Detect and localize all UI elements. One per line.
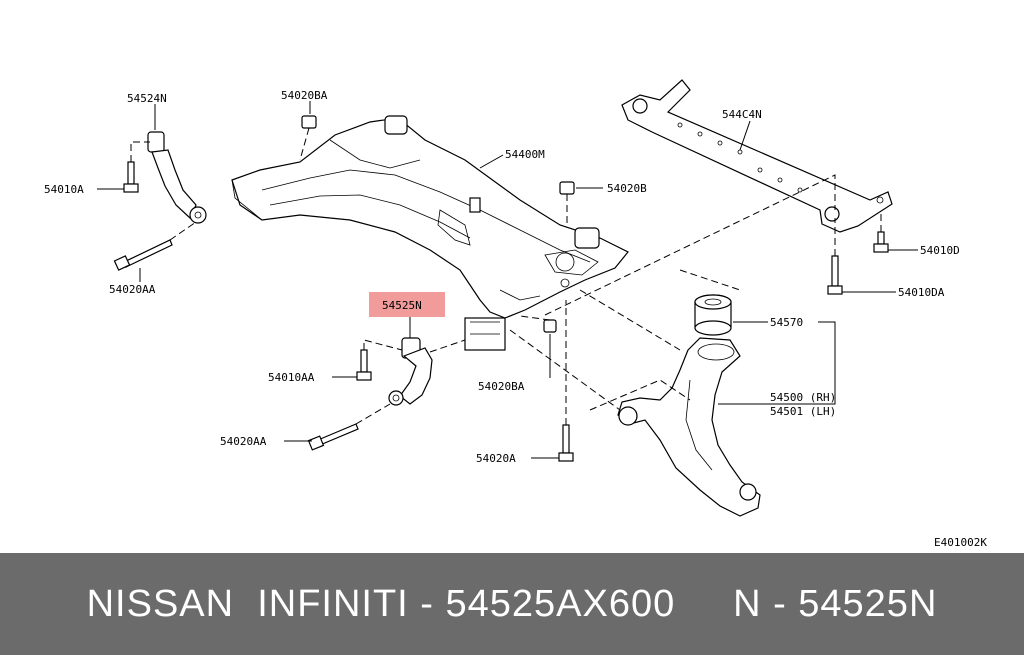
- label-54524N: 54524N: [127, 92, 167, 105]
- label-54525N: 54525N: [382, 299, 422, 312]
- label-54010D: 54010D: [920, 244, 960, 257]
- fasteners: [113, 115, 889, 462]
- label-54020BA-bottom: 54020BA: [478, 380, 525, 393]
- label-54500-rh: 54500 (RH): [770, 391, 836, 404]
- subframe-drawing: [231, 115, 629, 351]
- cross-member-drawing: [621, 79, 893, 233]
- diagram-code: E401002K: [934, 536, 987, 549]
- lower-arm-drawing: [617, 337, 761, 517]
- footer-bar: NISSAN INFINITI - 54525AX600 N - 54525N: [0, 553, 1024, 655]
- label-54400M: 54400M: [505, 148, 545, 161]
- leader-lines: [97, 101, 918, 459]
- label-544C4N: 544C4N: [722, 108, 762, 121]
- label-54570: 54570: [770, 316, 803, 329]
- highlight-54525N: [369, 292, 445, 317]
- link-54524N-drawing: [147, 131, 207, 224]
- label-54010A: 54010A: [44, 183, 84, 196]
- label-54020AA-left: 54020AA: [109, 283, 156, 296]
- footer-part-number: NISSAN INFINITI - 54525AX600 N - 54525N: [86, 582, 938, 625]
- link-54525N-drawing: [388, 337, 433, 406]
- bushing-drawing: [694, 294, 732, 336]
- label-54020BA-top: 54020BA: [281, 89, 328, 102]
- label-54010DA: 54010DA: [898, 286, 945, 299]
- assembly-lines: [130, 127, 882, 425]
- label-54020A: 54020A: [476, 452, 516, 465]
- label-54501-lh: 54501 (LH): [770, 405, 836, 418]
- label-54020B: 54020B: [607, 182, 647, 195]
- parts-diagram: 54524N 54020BA 54400M 544C4N 54010A 5402…: [44, 79, 987, 549]
- label-54020AA-bottom: 54020AA: [220, 435, 267, 448]
- label-54010AA: 54010AA: [268, 371, 315, 384]
